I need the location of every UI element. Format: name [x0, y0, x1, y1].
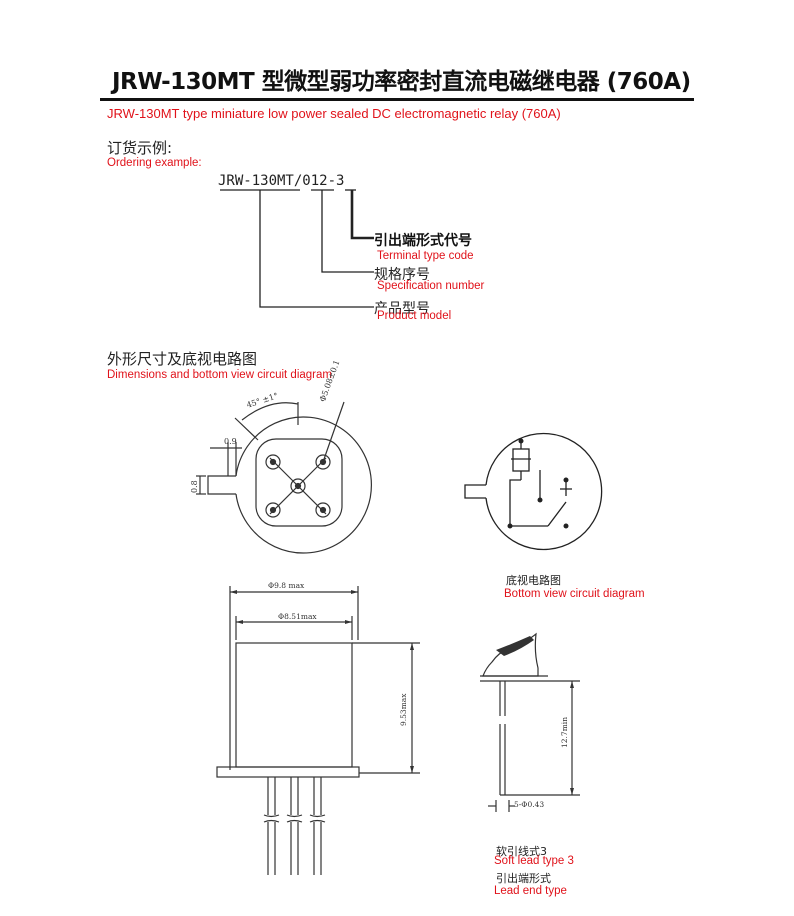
- dia-max-label: Φ9.8 max: [268, 581, 305, 590]
- dia-inner-label: Φ8.51max: [278, 612, 317, 621]
- page-title: JRW-130MT 型微型弱功率密封直流电磁继电器 (760A): [112, 69, 691, 95]
- ordering-heading-en: Ordering example:: [107, 157, 202, 169]
- terminal-label-en: Terminal type code: [377, 250, 474, 262]
- product-label-cn: 产品型号: [374, 301, 430, 317]
- bottom-view-label-en: Bottom view circuit diagram: [504, 588, 645, 600]
- title-rule: [100, 98, 694, 101]
- soft-lead-drawing: [480, 632, 580, 812]
- side-view-drawing: [216, 586, 420, 875]
- bottom-view-label-cn: 底视电路图: [506, 574, 561, 587]
- lead-length-label: 12.7min: [560, 716, 569, 748]
- lead-type-en: Soft lead type 3: [494, 855, 574, 867]
- dimensions-heading-en: Dimensions and bottom view circuit diagr…: [107, 369, 332, 381]
- ordering-heading-cn: 订货示例:: [107, 139, 173, 157]
- dim-08-label: 0.8: [190, 480, 199, 493]
- bottom-view-circuit: [464, 432, 603, 551]
- product-label-en: Product model: [377, 310, 452, 322]
- page-subtitle: JRW-130MT type miniature low power seale…: [107, 106, 561, 121]
- lead-end-en: Lead end type: [494, 885, 567, 897]
- dim-09-label: 0.9: [224, 437, 237, 446]
- height-label: 9.53max: [399, 693, 408, 726]
- spec-label-cn: 规格序号: [374, 267, 430, 283]
- lead-diameter-label: 5-Φ0.43: [514, 800, 545, 809]
- top-view-drawing: [196, 401, 373, 554]
- dimensions-heading-cn: 外形尺寸及底视电路图: [107, 350, 258, 368]
- terminal-label-cn: 引出端形式代号: [374, 233, 472, 249]
- lead-end-cn: 引出端形式: [496, 872, 551, 885]
- spec-label-en: Specification number: [377, 280, 485, 292]
- lead-type-cn: 软引线式3: [496, 845, 547, 858]
- model-code: JRW-130MT/012-3: [218, 173, 345, 189]
